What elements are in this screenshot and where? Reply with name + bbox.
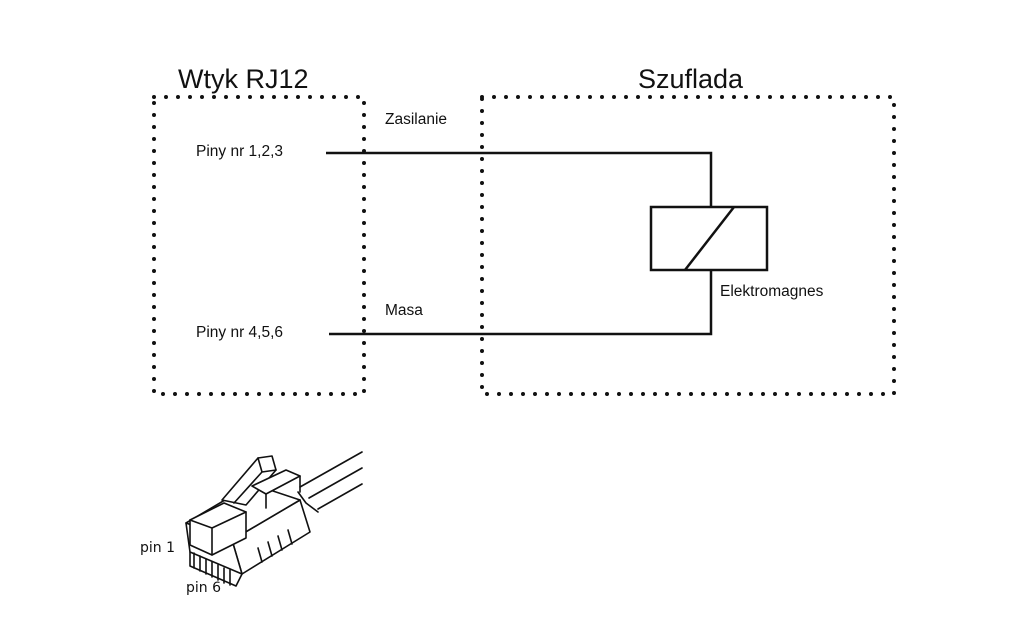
supply-wire	[326, 151, 713, 207]
supply-pins-label: Piny nr 1,2,3	[196, 143, 284, 160]
rj12-connector-illustration	[185, 451, 363, 587]
electromagnet-label: Elektromagnes	[720, 283, 824, 300]
ground-wire-label: Masa	[385, 302, 423, 319]
supply-wire-label: Zasilanie	[385, 111, 448, 128]
drawer-title: Szuflada	[638, 64, 744, 94]
ground-pins-label: Piny nr 4,5,6	[196, 324, 284, 341]
plug-boundary	[152, 95, 366, 396]
plug-title: Wtyk RJ12	[178, 64, 309, 94]
drawer-boundary	[480, 95, 896, 396]
pin-6-label: pin 6	[186, 580, 222, 596]
electromagnet-symbol	[649, 205, 769, 272]
pin-1-label: pin 1	[140, 540, 176, 556]
ground-wire	[329, 270, 713, 336]
